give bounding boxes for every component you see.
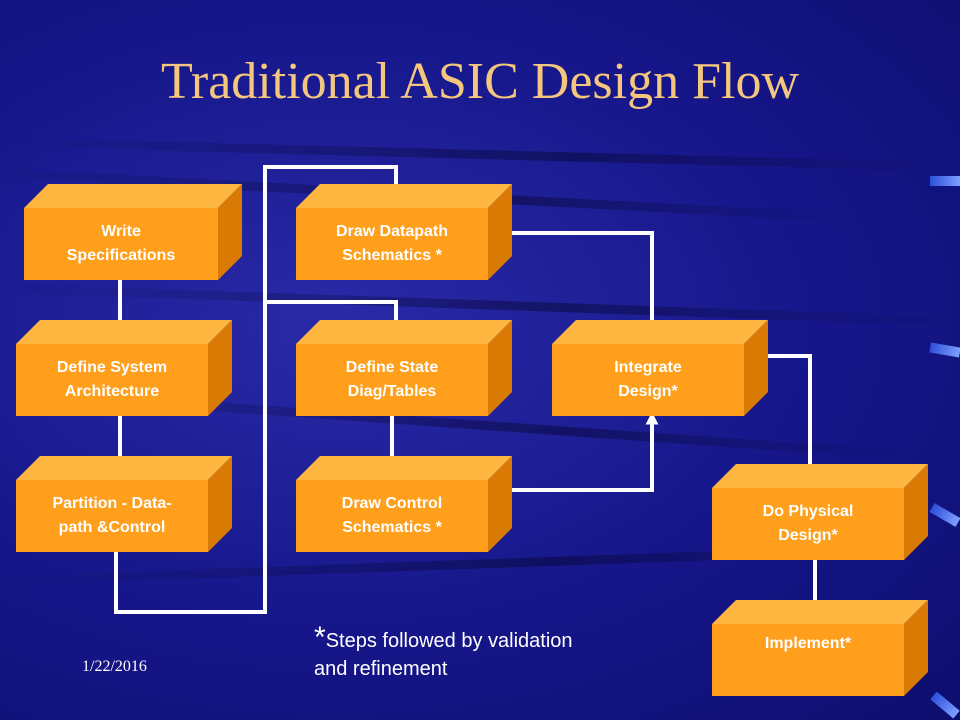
step-label-line2: Architecture xyxy=(64,383,160,400)
step-label-line1: Write xyxy=(101,223,141,240)
step-label-line2: Schematics * xyxy=(342,247,442,264)
step-label-line1: Partition - Data- xyxy=(52,495,172,512)
step-label-line1: Define System xyxy=(56,359,168,376)
step-label-line2: Schematics * xyxy=(342,519,442,536)
arrow-datapath-to-integrate xyxy=(512,231,659,344)
footnote-line2: and refinement xyxy=(314,658,448,680)
step-partition-datapath-control: Partition - Data-path &Control xyxy=(16,456,232,552)
step-label-line2: Diag/Tables xyxy=(347,383,437,400)
footnote-line1: Steps followed by validation xyxy=(325,630,573,652)
arrow-control-to-integrate xyxy=(512,411,659,492)
step-label-line2: path &Control xyxy=(58,519,166,536)
step-implement: Implement* xyxy=(712,600,928,696)
step-label-line1: Implement* xyxy=(764,635,852,652)
step-label-line1: Do Physical xyxy=(762,503,854,520)
step-label-line2: Design* xyxy=(778,527,838,544)
slide-date: 1/22/2016 xyxy=(82,658,147,675)
arrow-integrate-to-physical xyxy=(768,354,817,490)
footnote-star: * xyxy=(314,621,326,654)
step-label-line1: Define State xyxy=(345,359,439,376)
decor-tick xyxy=(930,176,960,186)
step-label-line1: Draw Datapath xyxy=(335,223,449,240)
step-label-line2: Specifications xyxy=(66,247,176,264)
step-label-line1: Integrate xyxy=(614,359,682,376)
step-label-line1: Draw Control xyxy=(341,495,443,512)
loop-partition-to-datapath xyxy=(114,165,403,614)
step-label-line2: Design* xyxy=(618,383,678,400)
slide-title: Traditional ASIC Design Flow xyxy=(160,53,800,110)
footnote: *Steps followed by validation and refine… xyxy=(314,621,573,683)
